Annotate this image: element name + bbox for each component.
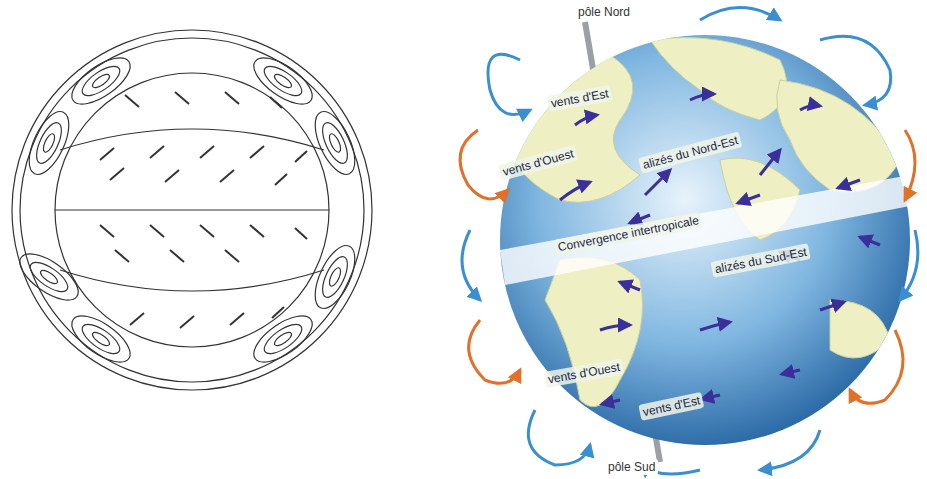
pole-label: pôle Nord <box>575 4 633 20</box>
line-globe <box>12 30 372 390</box>
pole-label: pôle Sud <box>605 459 658 475</box>
colour-globe <box>460 8 918 475</box>
